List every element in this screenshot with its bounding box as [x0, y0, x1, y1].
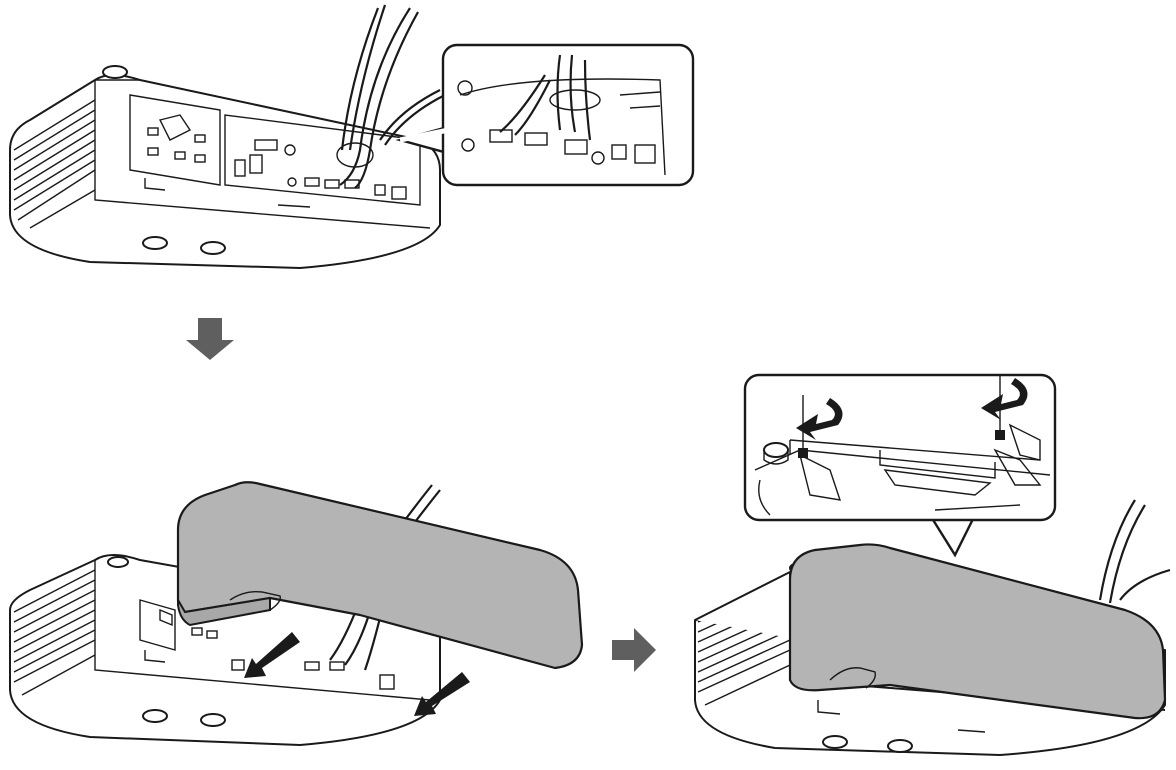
- right-arrow-icon: [612, 628, 656, 672]
- down-arrow-icon: [186, 318, 234, 360]
- zoom-callout-screws: [743, 373, 1057, 522]
- zoom-callout-cable-tie: [399, 43, 695, 187]
- slide-arrow-left-icon: [244, 632, 300, 678]
- vent-grille-2: [13, 569, 96, 696]
- step-1-projector: [9, 4, 695, 269]
- cable-bundle: [336, 4, 446, 189]
- screw-left-icon: [763, 395, 808, 465]
- rotate-arrow-icon-right: [981, 378, 1028, 420]
- projector-cover-attached: [788, 543, 1167, 720]
- slide-arrow-right-icon: [414, 672, 470, 716]
- step-3-cover-secured: [694, 373, 1171, 756]
- vent-grille: [13, 99, 96, 229]
- step-2-cover-attach: [9, 481, 584, 746]
- rotate-arrow-icon-left: [796, 398, 843, 440]
- control-panel-keys: [147, 114, 206, 163]
